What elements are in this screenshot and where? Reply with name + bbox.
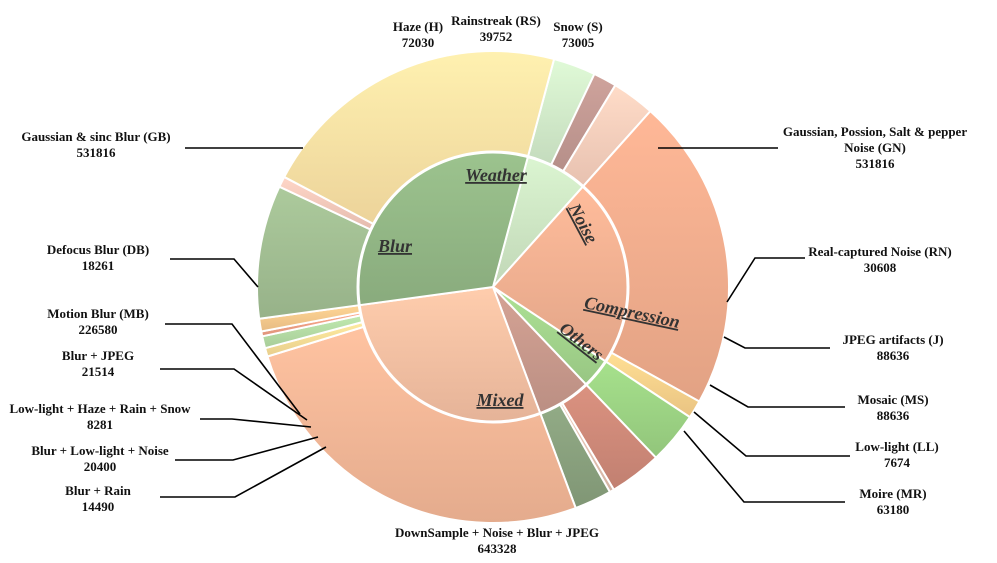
leader-line-moire-mr <box>683 430 845 503</box>
slice-value-downsample-noise-blur-jpeg: 643328 <box>478 541 518 556</box>
slice-label-low-light-ll: Low-light (LL) <box>855 439 938 454</box>
slice-value-rainstreak-rs: 39752 <box>480 29 513 44</box>
leader-line-blur-jpeg <box>160 368 308 421</box>
slice-label-rainstreak-rs: Rainstreak (RS) <box>451 13 541 28</box>
slice-value-mosaic-ms: 88636 <box>877 408 910 423</box>
slice-value-gaussian-possion-salt-pepper-noise-gn: 531816 <box>856 156 896 171</box>
slice-value-jpeg-artifacts-j: 88636 <box>877 348 910 363</box>
slice-value-gaussian-sinc-blur-gb: 531816 <box>77 145 117 160</box>
slice-label-snow-s: Snow (S) <box>553 19 603 34</box>
slice-value-real-captured-noise-rn: 30608 <box>864 260 897 275</box>
category-label-blur: Blur <box>377 236 413 256</box>
slice-value-moire-mr: 63180 <box>877 502 910 517</box>
slice-label-downsample-noise-blur-jpeg: DownSample + Noise + Blur + JPEG <box>395 525 599 540</box>
slice-value-snow-s: 73005 <box>562 35 595 50</box>
slice-value-defocus-blur-db: 18261 <box>82 258 115 273</box>
slice-label-real-captured-noise-rn: Real-captured Noise (RN) <box>808 244 951 259</box>
leader-line-low-light-ll <box>693 411 850 457</box>
inner-ring <box>356 150 630 424</box>
leader-line-motion-blur-mb <box>165 323 301 415</box>
category-label-weather: Weather <box>465 165 528 185</box>
outer-ring <box>256 50 730 524</box>
slice-value-blur-rain: 14490 <box>82 499 115 514</box>
slice-label-mosaic-ms: Mosaic (MS) <box>857 392 928 407</box>
slice-value-blur-jpeg: 21514 <box>82 364 115 379</box>
slice-label-motion-blur-mb: Motion Blur (MB) <box>47 306 149 321</box>
slice-label-blur-rain: Blur + Rain <box>65 483 131 498</box>
slice-value-low-light-ll: 7674 <box>884 455 911 470</box>
slice-label-blur-jpeg: Blur + JPEG <box>62 348 134 363</box>
slice-label-haze-h: Haze (H) <box>393 19 443 34</box>
slice-label-blur-low-light-noise: Blur + Low-light + Noise <box>31 443 169 458</box>
leader-line-blur-rain <box>160 446 327 498</box>
slice-value-low-light-haze-rain-snow: 8281 <box>87 417 113 432</box>
slice-value-blur-low-light-noise: 20400 <box>84 459 117 474</box>
slice-labels: Haze (H)72030 Rainstreak (RS)39752 Snow (S… <box>9 13 967 556</box>
ring-separator <box>356 150 630 424</box>
slice-value-motion-blur-mb: 226580 <box>79 322 118 337</box>
leader-lines <box>160 147 850 503</box>
slice-label-low-light-haze-rain-snow: Low-light + Haze + Rain + Snow <box>9 401 191 416</box>
leader-line-mosaic-ms <box>709 384 845 408</box>
slice-value-haze-h: 72030 <box>402 35 435 50</box>
slice-label-jpeg-artifacts-j: JPEG artifacts (J) <box>842 332 943 347</box>
leader-line-low-light-haze-rain-snow <box>200 418 312 428</box>
slice-label-gaussian-sinc-blur-gb: Gaussian & sinc Blur (GB) <box>21 129 170 144</box>
category-label-mixed: Mixed <box>476 390 525 410</box>
leader-line-real-captured-noise-rn <box>726 257 805 303</box>
slice-label-defocus-blur-db: Defocus Blur (DB) <box>47 242 149 257</box>
slice-label-moire-mr: Moire (MR) <box>859 486 926 501</box>
slice-label-gaussian-possion-salt-pepper-noise-gn: Gaussian, Possion, Salt & pepper <box>783 124 967 139</box>
leader-line-blur-low-light-noise <box>175 436 319 461</box>
leader-line-jpeg-artifacts-j <box>723 336 830 349</box>
leader-line-defocus-blur-db <box>170 258 259 288</box>
slice-label-gaussian-possion-salt-pepper-noise-gn: Noise (GN) <box>844 140 906 155</box>
